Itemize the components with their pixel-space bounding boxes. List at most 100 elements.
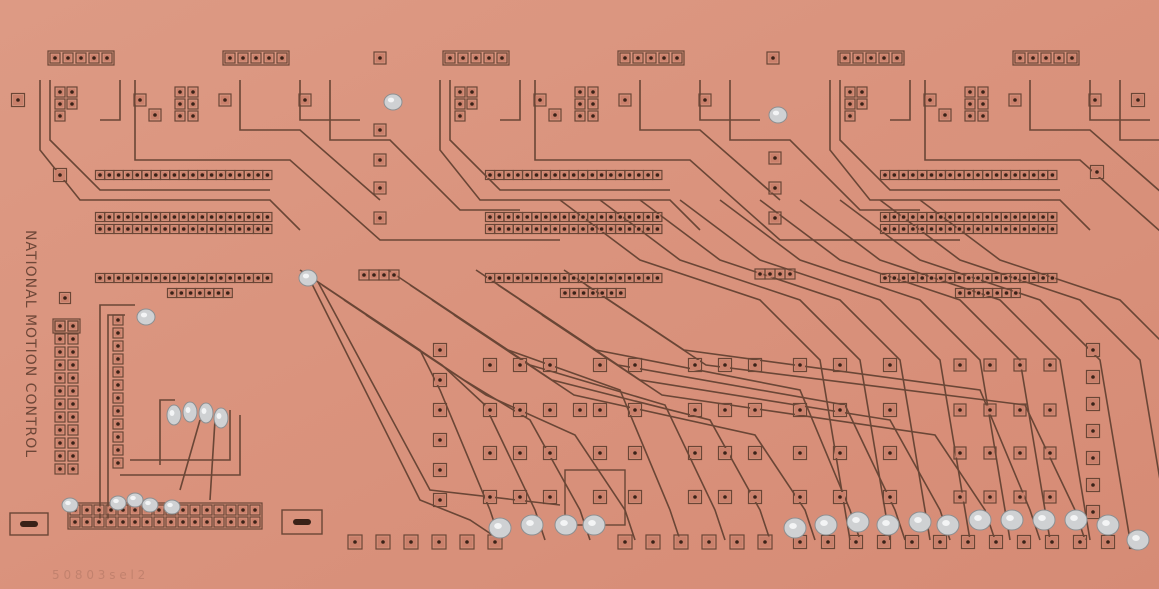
drill-hole bbox=[553, 113, 557, 117]
pad-outline bbox=[687, 489, 703, 505]
drill-hole bbox=[693, 451, 697, 455]
pad-outline bbox=[112, 444, 124, 456]
solder-highlight bbox=[65, 500, 71, 506]
pad-outline bbox=[792, 402, 808, 418]
pad-outline bbox=[67, 372, 79, 384]
pad-outline bbox=[687, 357, 703, 373]
pad-outline bbox=[1085, 342, 1101, 358]
pad-outline bbox=[673, 534, 689, 550]
solder-highlight bbox=[820, 520, 828, 526]
drill-hole bbox=[193, 520, 197, 524]
solder-blob bbox=[166, 404, 182, 426]
drill-hole bbox=[966, 227, 971, 231]
pad-outline bbox=[189, 516, 201, 528]
pad-outline bbox=[923, 93, 937, 107]
pad-outline bbox=[58, 291, 72, 305]
drill-hole bbox=[497, 227, 502, 231]
pad-outline bbox=[67, 450, 79, 462]
drill-hole bbox=[107, 173, 112, 177]
drill-hole bbox=[228, 276, 232, 280]
drill-hole bbox=[378, 128, 382, 132]
drill-hole bbox=[957, 215, 962, 219]
drill-hole bbox=[1050, 227, 1055, 231]
drill-hole bbox=[860, 90, 864, 94]
pad-outline bbox=[112, 431, 124, 443]
drill-hole bbox=[71, 337, 75, 341]
pad-outline bbox=[444, 52, 456, 64]
drill-hole bbox=[265, 227, 270, 231]
trace bbox=[99, 304, 135, 520]
drill-hole bbox=[381, 540, 385, 544]
drill-hole bbox=[135, 227, 139, 231]
drill-hole bbox=[1048, 451, 1052, 455]
pad-outline bbox=[1043, 403, 1057, 417]
pad-outline bbox=[129, 516, 141, 528]
drill-hole bbox=[633, 408, 637, 412]
solder-blob bbox=[298, 269, 318, 287]
drill-hole bbox=[958, 495, 962, 499]
pad-outline bbox=[222, 287, 233, 299]
drill-hole bbox=[869, 56, 873, 60]
pad-outline bbox=[671, 52, 683, 64]
pad-outline bbox=[698, 93, 712, 107]
pad-outline bbox=[932, 534, 948, 550]
pad-outline bbox=[237, 52, 249, 64]
drill-hole bbox=[843, 56, 847, 60]
drill-hole bbox=[209, 276, 214, 280]
drill-hole bbox=[97, 520, 101, 524]
drill-hole bbox=[63, 296, 67, 300]
drill-hole bbox=[461, 56, 465, 60]
drill-hole bbox=[1093, 98, 1097, 102]
drill-hole bbox=[1095, 170, 1099, 174]
drill-hole bbox=[753, 495, 757, 499]
drill-hole bbox=[191, 90, 195, 94]
drill-hole bbox=[598, 408, 602, 412]
pad-outline bbox=[542, 357, 558, 373]
drill-hole bbox=[1014, 291, 1018, 295]
drill-hole bbox=[901, 227, 906, 231]
drill-hole bbox=[191, 102, 195, 106]
drill-hole bbox=[548, 495, 552, 499]
drill-hole bbox=[723, 408, 727, 412]
trace bbox=[879, 199, 1159, 479]
drill-hole bbox=[71, 441, 75, 445]
trace bbox=[559, 199, 851, 541]
drill-hole bbox=[107, 227, 112, 231]
pad-outline bbox=[262, 211, 273, 223]
solder-highlight bbox=[560, 520, 568, 526]
drill-hole bbox=[58, 337, 62, 341]
drill-hole bbox=[247, 276, 251, 280]
pad-outline bbox=[81, 516, 93, 528]
drill-hole bbox=[553, 215, 557, 219]
drill-hole bbox=[497, 276, 502, 280]
drill-hole bbox=[590, 276, 595, 280]
pad-outline bbox=[373, 181, 387, 195]
pad-outline bbox=[67, 385, 79, 397]
drill-hole bbox=[58, 363, 62, 367]
drill-hole bbox=[497, 173, 502, 177]
drill-hole bbox=[623, 56, 627, 60]
drill-hole bbox=[939, 276, 943, 280]
pad-outline bbox=[112, 457, 124, 469]
drill-hole bbox=[209, 227, 214, 231]
pad-outline bbox=[54, 450, 66, 462]
drill-hole bbox=[116, 215, 121, 219]
trace bbox=[209, 419, 216, 501]
drill-hole bbox=[798, 495, 802, 499]
drill-hole bbox=[768, 272, 772, 276]
drill-hole bbox=[228, 215, 232, 219]
drill-hole bbox=[562, 276, 567, 280]
pad-outline bbox=[627, 489, 643, 505]
drill-hole bbox=[623, 98, 627, 102]
drill-hole bbox=[497, 215, 502, 219]
pad-outline bbox=[1047, 223, 1058, 235]
pad-outline bbox=[542, 402, 558, 418]
pad-outline bbox=[587, 86, 599, 98]
drill-hole bbox=[618, 276, 622, 280]
pad-outline bbox=[67, 411, 79, 423]
drill-hole bbox=[247, 227, 251, 231]
trace bbox=[599, 199, 891, 541]
trace bbox=[679, 199, 971, 541]
drill-hole bbox=[372, 273, 376, 277]
drill-hole bbox=[911, 173, 915, 177]
